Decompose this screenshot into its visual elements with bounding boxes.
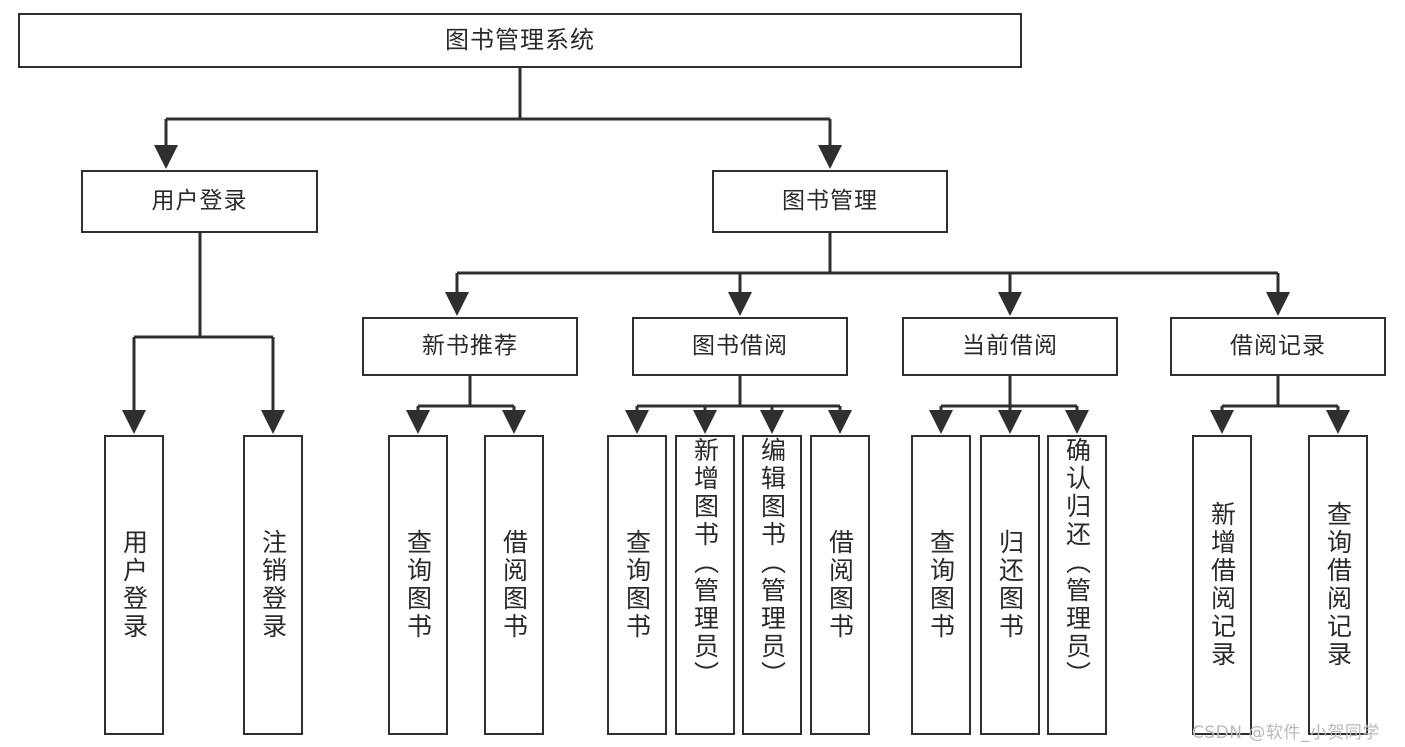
node-current-borrowing[interactable]: 当前借阅 [902, 317, 1118, 376]
node-leaf-query-book-borrowing[interactable]: 查询图书 [607, 435, 667, 735]
node-label: 新增图书（管理员） [690, 437, 720, 689]
node-label: 图书管理系统 [445, 26, 595, 55]
node-leaf-query-book-current[interactable]: 查询图书 [911, 435, 971, 735]
node-label: 查询图书 [403, 529, 433, 641]
node-leaf-borrow-book-borrowing[interactable]: 借阅图书 [810, 435, 870, 735]
node-label: 归还图书 [995, 529, 1025, 641]
node-leaf-confirm-return-admin[interactable]: 确认归还（管理员） [1047, 435, 1107, 735]
node-label: 查询借阅记录 [1323, 501, 1353, 669]
node-book-borrowing[interactable]: 图书借阅 [632, 317, 848, 376]
node-label: 用户登录 [119, 529, 149, 641]
node-new-book-recommendation[interactable]: 新书推荐 [362, 317, 578, 376]
node-label: 借阅记录 [1230, 332, 1326, 359]
node-label: 借阅图书 [825, 529, 855, 641]
node-label: 查询图书 [926, 529, 956, 641]
node-leaf-borrow-book-recommendation[interactable]: 借阅图书 [484, 435, 544, 735]
csdn-watermark: CSDN @软件_小贺同学 [1192, 723, 1380, 743]
node-leaf-logout[interactable]: 注销登录 [243, 435, 303, 735]
node-label: 编辑图书（管理员） [757, 437, 787, 689]
node-label: 注销登录 [258, 529, 288, 641]
node-label: 图书管理 [782, 187, 878, 214]
node-label: 当前借阅 [962, 332, 1058, 359]
node-label: 查询图书 [622, 529, 652, 641]
node-borrowing-record[interactable]: 借阅记录 [1170, 317, 1386, 376]
node-leaf-user-login[interactable]: 用户登录 [104, 435, 164, 735]
node-label: 确认归还（管理员） [1062, 437, 1092, 689]
node-leaf-query-borrowing-record[interactable]: 查询借阅记录 [1308, 435, 1368, 735]
node-label: 图书借阅 [692, 332, 788, 359]
node-user-login[interactable]: 用户登录 [81, 170, 318, 233]
node-label: 用户登录 [151, 187, 248, 214]
node-label: 新增借阅记录 [1207, 501, 1237, 669]
node-label: 借阅图书 [499, 529, 529, 641]
node-leaf-edit-book-admin[interactable]: 编辑图书（管理员） [742, 435, 802, 735]
node-leaf-add-book-admin[interactable]: 新增图书（管理员） [675, 435, 735, 735]
node-label: 新书推荐 [422, 332, 518, 359]
node-book-management[interactable]: 图书管理 [712, 170, 948, 233]
node-root-book-management-system[interactable]: 图书管理系统 [18, 13, 1022, 68]
node-leaf-query-book-recommendation[interactable]: 查询图书 [388, 435, 448, 735]
node-leaf-return-book[interactable]: 归还图书 [980, 435, 1040, 735]
node-leaf-add-borrowing-record[interactable]: 新增借阅记录 [1192, 435, 1252, 735]
